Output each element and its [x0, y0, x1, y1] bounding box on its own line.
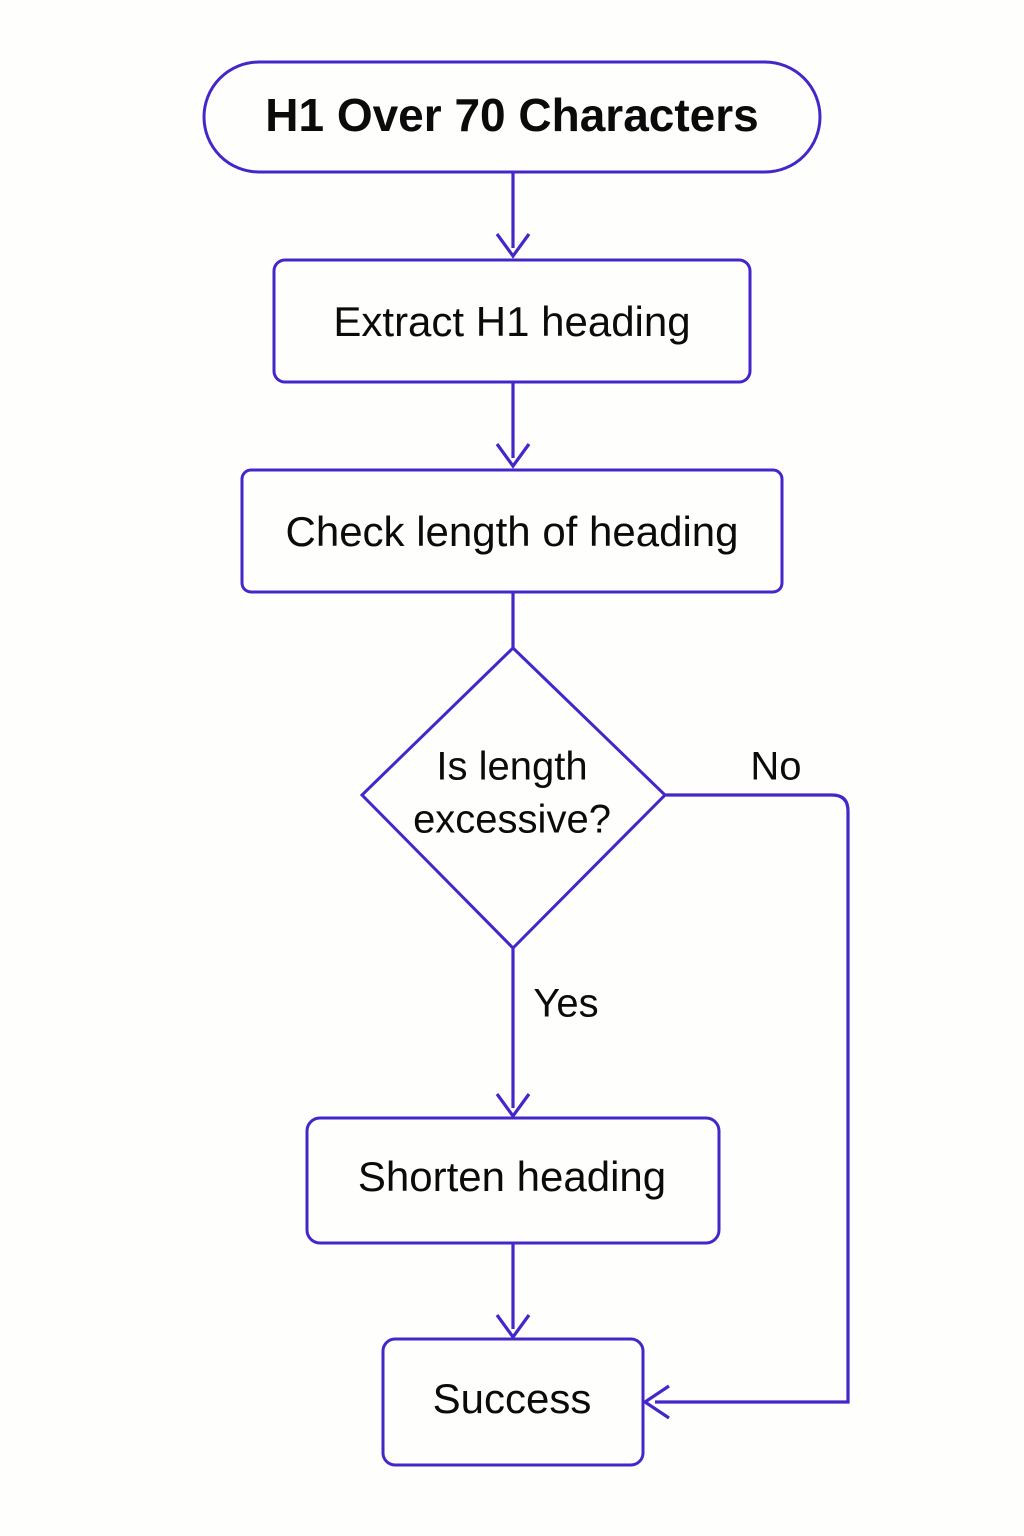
edge-start-to-extract: [495, 172, 531, 259]
node-extract[interactable]: Extract H1 heading: [272, 258, 752, 384]
node-start-shape[interactable]: [202, 60, 822, 174]
arrow-head-icon: [495, 1093, 531, 1119]
arrow-head-icon: [642, 1384, 670, 1420]
edge-label-yes: Yes: [533, 982, 598, 1026]
node-shorten-label: Shorten heading: [358, 1153, 666, 1200]
node-success-label: Success: [433, 1375, 592, 1422]
node-start-label: H1 Over 70 Characters: [265, 89, 759, 141]
node-decision-label-line2: excessive?: [413, 798, 611, 842]
node-decision-label-line1: Is length: [436, 745, 587, 789]
node-check[interactable]: Check length of heading: [240, 468, 784, 594]
node-start[interactable]: H1 Over 70 Characters: [202, 60, 822, 174]
node-shorten-shape[interactable]: [305, 1116, 721, 1245]
arrow-head-icon: [495, 233, 531, 259]
node-decision[interactable]: Is length excessive?: [359, 645, 668, 951]
node-success[interactable]: Success: [381, 1337, 645, 1467]
node-shorten[interactable]: Shorten heading: [305, 1116, 721, 1245]
node-decision-shape[interactable]: [359, 645, 668, 951]
edge-decision-to-shorten: Yes: [495, 948, 599, 1119]
node-check-shape[interactable]: [240, 468, 784, 594]
edge-decision-to-success: No: [642, 745, 850, 1420]
node-extract-label: Extract H1 heading: [333, 298, 690, 345]
node-check-label: Check length of heading: [286, 508, 739, 555]
edge-shorten-to-success: [495, 1243, 531, 1340]
edge-line: [655, 793, 850, 1404]
edge-label-no: No: [750, 745, 801, 789]
edge-extract-to-check: [495, 382, 531, 469]
node-extract-shape[interactable]: [272, 258, 752, 384]
arrow-head-icon: [495, 443, 531, 469]
node-success-shape[interactable]: [381, 1337, 645, 1467]
arrow-head-icon: [495, 1314, 531, 1340]
